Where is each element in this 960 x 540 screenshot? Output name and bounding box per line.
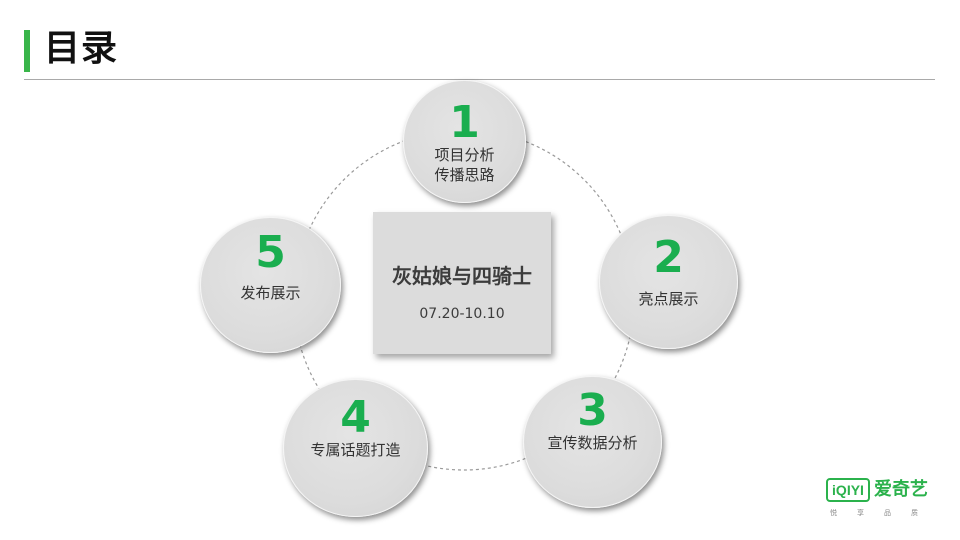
iqiyi-logo: iQIYI 爱奇艺 悦享品质: [826, 478, 936, 520]
item-label: 亮点展示: [638, 290, 699, 308]
page-title: 目录: [44, 28, 119, 69]
menu-item-3[interactable]: 3 宣传数据分析: [523, 376, 662, 508]
item-label: 宣传数据分析: [547, 434, 638, 452]
item-number: 4: [340, 392, 371, 443]
item-label: 发布展示: [240, 284, 301, 302]
menu-item-5[interactable]: 5 发布展示: [200, 217, 341, 353]
center-box: 灰姑娘与四骑士 07.20-10.10: [373, 212, 551, 354]
item-label: 项目分析: [434, 146, 495, 164]
item-label-line2: 传播思路: [434, 166, 495, 184]
menu-item-2[interactable]: 2 亮点展示: [599, 215, 738, 349]
item-number: 5: [255, 227, 286, 278]
logo-tagline: 悦享品质: [830, 509, 938, 517]
menu-item-4[interactable]: 4 专属话题打造: [283, 379, 428, 517]
item-number: 2: [653, 232, 684, 283]
logo-name: 爱奇艺: [874, 479, 928, 500]
item-number: 1: [449, 97, 480, 148]
logo-mark-icon: iQIYI: [826, 478, 870, 502]
item-number: 3: [577, 385, 608, 436]
center-date: 07.20-10.10: [419, 306, 505, 322]
item-label: 专属话题打造: [310, 441, 401, 459]
center-title: 灰姑娘与四骑士: [392, 264, 532, 288]
title-accent-bar: [24, 30, 30, 72]
menu-item-1[interactable]: 1 项目分析 传播思路: [403, 80, 526, 203]
title-divider: [24, 79, 935, 80]
